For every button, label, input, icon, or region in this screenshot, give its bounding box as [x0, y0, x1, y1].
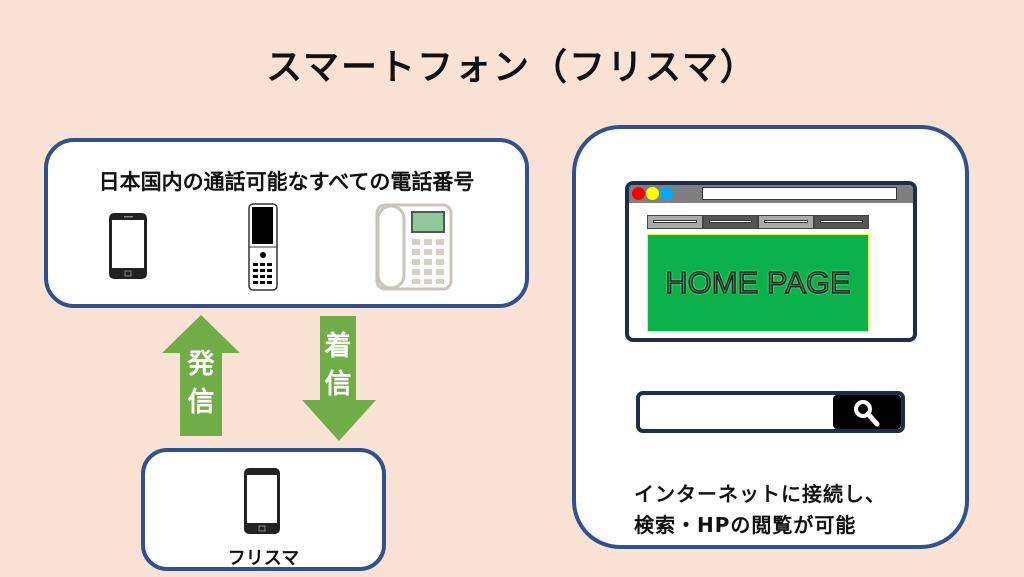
nav-tab — [702, 215, 758, 229]
smartphone-icon — [244, 468, 280, 534]
search-button[interactable] — [833, 395, 901, 429]
browser-window: HOME PAGE — [625, 181, 917, 342]
internet-description: インターネットに接続し、 検索・HPの閲覧が可能 — [634, 479, 886, 541]
flip-phone-icon — [248, 203, 278, 291]
incoming-label: 着 信 — [317, 328, 359, 404]
outgoing-label: 発 信 — [180, 346, 222, 422]
frisma-box: フリスマ — [141, 448, 386, 571]
incoming-char-1: 着 — [324, 331, 352, 362]
internet-box: HOME PAGE インターネットに接続し、 検索・HPの閲覧が可能 — [572, 125, 969, 549]
search-bar[interactable] — [636, 391, 905, 433]
nav-tab — [758, 215, 814, 229]
smartphone-icon — [109, 213, 147, 279]
address-bar — [702, 187, 897, 200]
search-icon — [854, 400, 880, 427]
incoming-arrow-icon — [302, 316, 376, 441]
nav-tab — [813, 215, 869, 229]
description-line-2: 検索・HPの閲覧が可能 — [634, 513, 857, 537]
phone-numbers-caption: 日本国内の通話可能なすべての電話番号 — [98, 170, 475, 194]
nav-tab — [647, 215, 703, 229]
close-dot-icon — [632, 187, 645, 200]
browser-nav — [647, 215, 869, 229]
desk-phone-icon — [375, 203, 453, 291]
outgoing-arrow-icon — [162, 315, 240, 436]
minimize-dot-icon — [646, 187, 659, 200]
outgoing-char-2: 信 — [187, 387, 215, 418]
maximize-dot-icon — [660, 187, 673, 200]
incoming-char-2: 信 — [324, 369, 352, 400]
outgoing-char-1: 発 — [187, 349, 215, 380]
page-title: スマートフォン（フリスマ） — [266, 47, 758, 88]
home-page-banner: HOME PAGE — [647, 234, 869, 332]
browser-titlebar — [629, 185, 913, 203]
frisma-label: フリスマ — [227, 548, 300, 569]
description-line-1: インターネットに接続し、 — [634, 482, 886, 506]
home-page-text: HOME PAGE — [665, 264, 852, 301]
